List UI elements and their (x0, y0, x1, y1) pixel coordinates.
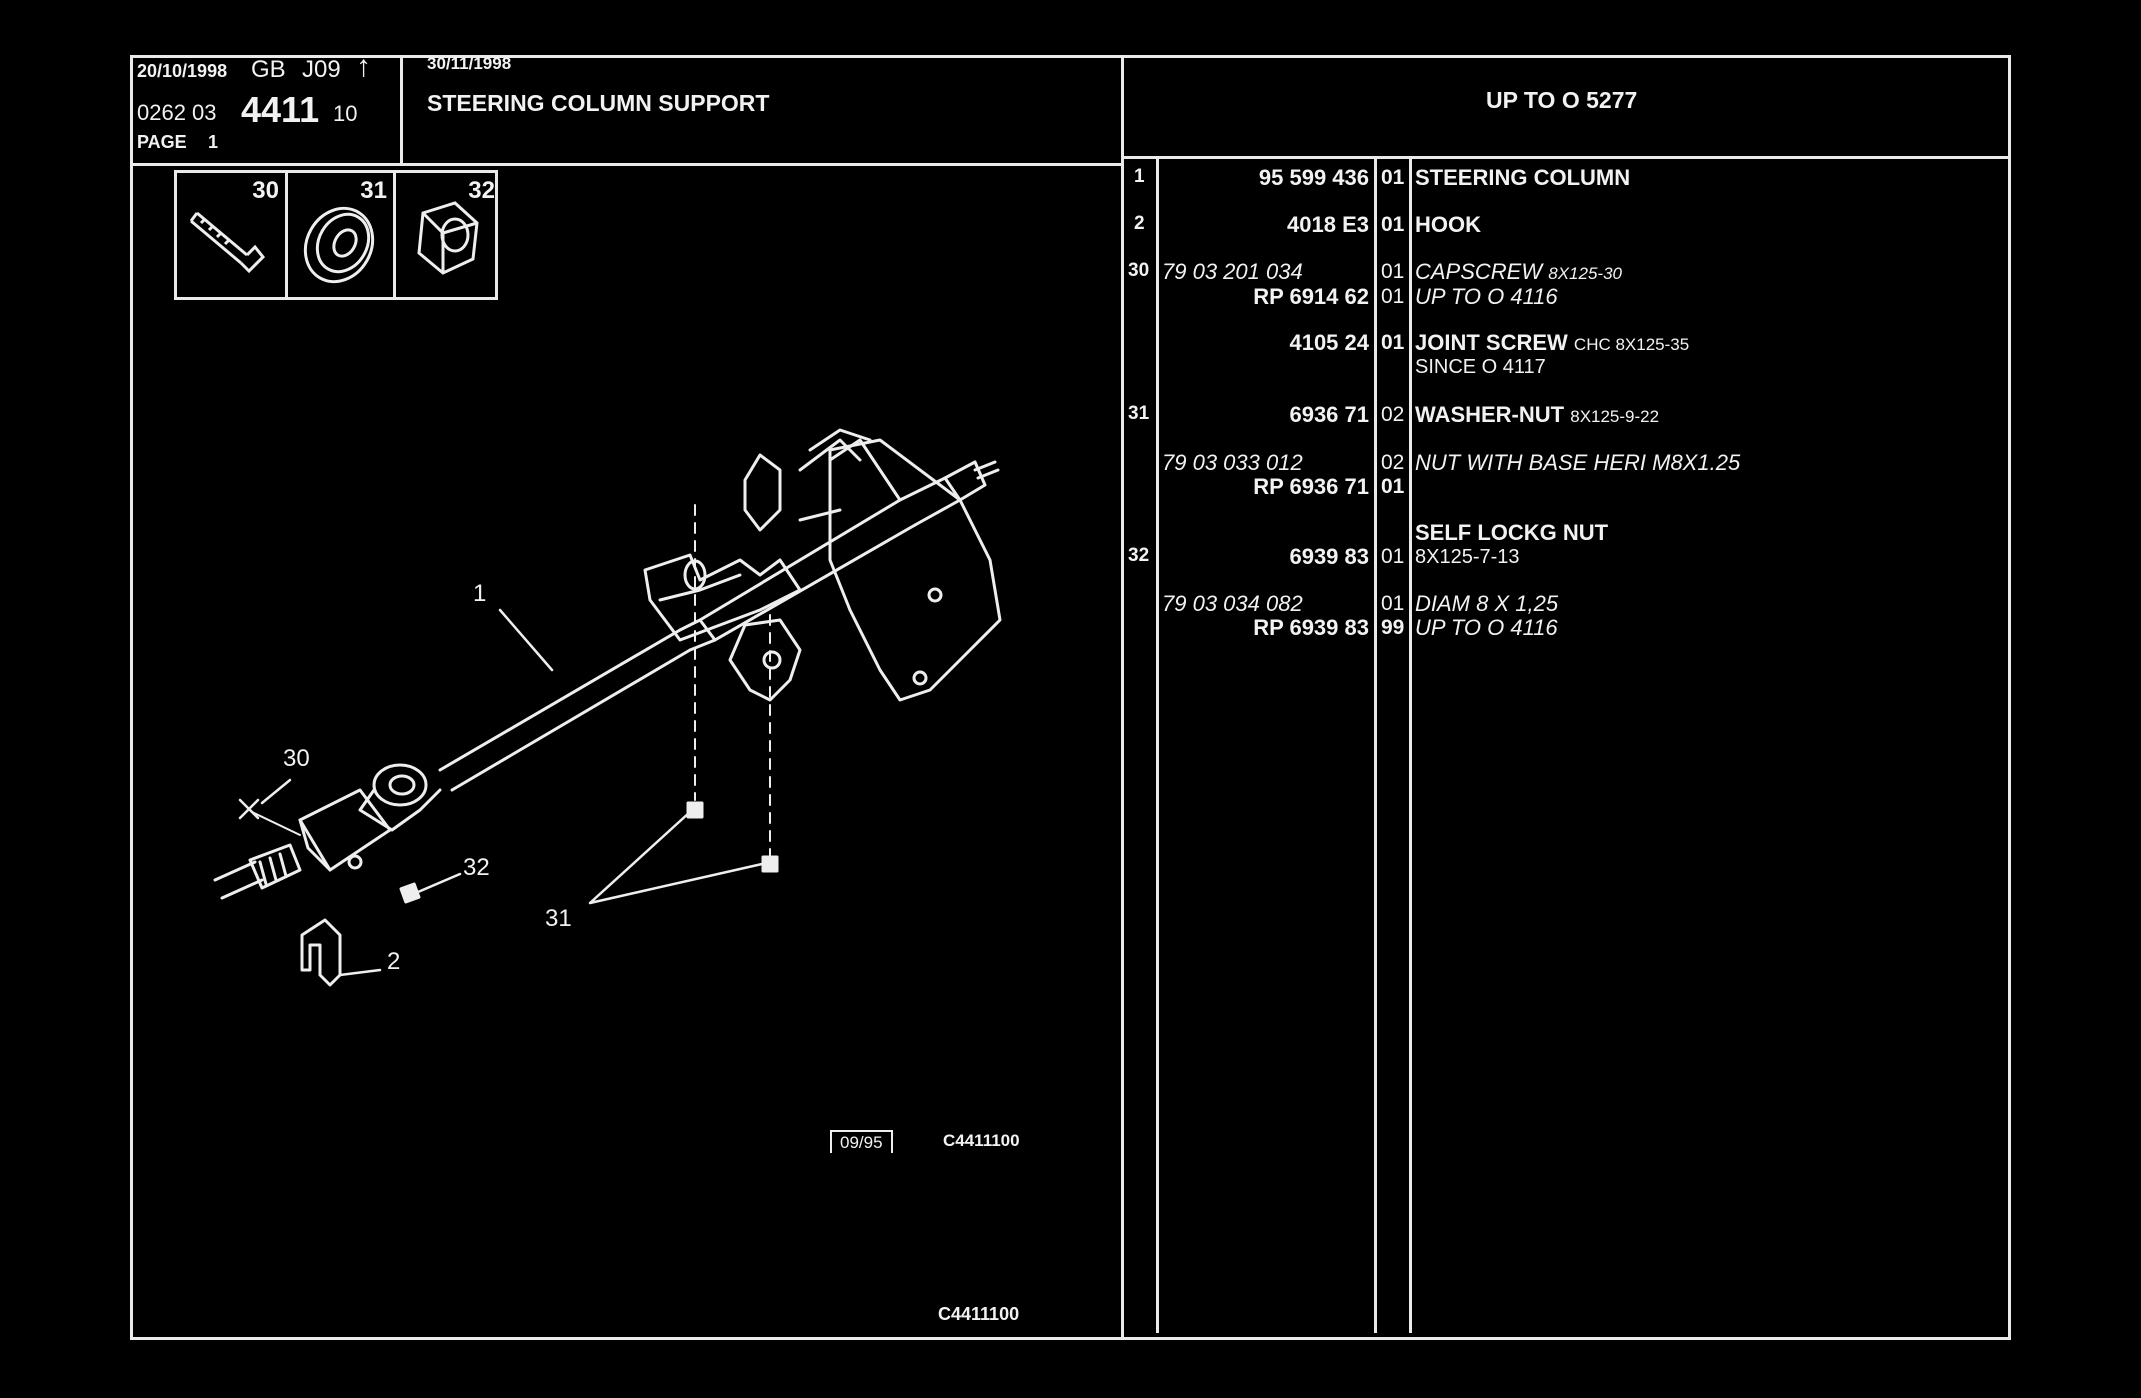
qty: 01 (1381, 331, 1405, 354)
header-bottom-right (1121, 156, 2011, 159)
part-number: RP 6939 83 (1253, 615, 1369, 640)
drawing-code: C4411100 (938, 1304, 1020, 1324)
part-description: STEERING COLUMN (1415, 165, 1631, 190)
header-date2: 30/11/1998 (427, 54, 512, 73)
part-description: SELF LOCKG NUT (1415, 520, 1609, 545)
ref-1: 1 (1134, 166, 1145, 187)
nut-32 (399, 882, 421, 904)
up-arrow-icon: ↑ (356, 50, 371, 83)
nut-31a (686, 801, 704, 819)
header-bottom-left (130, 163, 1123, 166)
callout-32: 32 (463, 854, 490, 881)
icon-num-32: 32 (468, 177, 495, 204)
part-desc-detail: 8X125-30 (1548, 264, 1622, 283)
icon-cell-31: 31 (285, 173, 396, 297)
parts-col-divider-1 (1156, 158, 1159, 1333)
part-description: WASHER-NUT 8X125-9-22 (1415, 402, 1659, 428)
page-title: STEERING COLUMN SUPPORT (427, 90, 770, 116)
part-number: RP 6914 62 (1253, 284, 1369, 309)
qty: 02 (1381, 403, 1405, 426)
callout-1: 1 (473, 580, 487, 607)
part-description: JOINT SCREW CHC 8X125-35 (1415, 330, 1689, 356)
part-number: 79 03 201 034 (1162, 259, 1303, 284)
hardware-icon-panel: 30 31 32 (174, 170, 498, 300)
icon-cell-30: 30 (177, 173, 288, 297)
callout-30: 30 (283, 745, 310, 772)
nut-icon (417, 201, 479, 275)
main-divider (1121, 55, 1124, 1340)
header-ref-prefix: 0262 03 (137, 100, 217, 125)
page-label: PAGE (137, 132, 187, 152)
part-number: 95 599 436 (1258, 165, 1369, 190)
washer-icon (303, 206, 375, 284)
header-date1: 20/10/1998 (137, 61, 228, 81)
icon-cell-32: 32 (393, 173, 501, 297)
part-number: 4105 24 (1289, 330, 1369, 355)
sheet-frame (130, 55, 2011, 1340)
ref-30: 30 (1128, 260, 1150, 281)
part-number: 79 03 034 082 (1162, 591, 1303, 616)
qty: 01 (1381, 285, 1405, 308)
part-desc-text: CAPSCREW (1415, 259, 1543, 284)
ref-2: 2 (1134, 213, 1145, 234)
part-number: 79 03 033 012 (1162, 450, 1303, 475)
qty: 01 (1381, 213, 1405, 236)
hook-part (300, 918, 342, 987)
header-range: UP TO O 5277 (1486, 87, 1638, 113)
spline-end (248, 843, 302, 890)
part-description: UP TO O 4116 (1415, 284, 1558, 309)
parts-col-divider-3 (1409, 158, 1412, 1333)
part-description: 8X125-7-13 (1415, 546, 1520, 568)
header-ref-main: 4411 (241, 89, 320, 130)
stamp-date: 09/95 (830, 1130, 893, 1153)
qty: 01 (1381, 260, 1405, 283)
part-desc-detail: 8X125-9-22 (1570, 407, 1660, 426)
qty: 01 (1381, 475, 1405, 498)
qty: 02 (1381, 451, 1405, 474)
part-description: DIAM 8 X 1,25 (1415, 591, 1559, 616)
ref-32: 32 (1128, 545, 1150, 566)
part-description: UP TO O 4116 (1415, 615, 1558, 640)
part-description: HOOK (1415, 212, 1481, 237)
qty: 01 (1381, 166, 1405, 189)
stamp-code: C4411100 (943, 1131, 1020, 1150)
callout-31: 31 (545, 905, 572, 932)
capscrew-icon (189, 211, 266, 274)
part-desc-text: WASHER-NUT (1415, 402, 1565, 427)
header-lang-code: GB (251, 56, 286, 83)
qty: 99 (1381, 616, 1405, 639)
part-number: 4018 E3 (1287, 212, 1369, 237)
part-number: 6936 71 (1289, 402, 1369, 427)
icon-num-30: 30 (252, 177, 279, 204)
part-number: RP 6936 71 (1253, 474, 1369, 499)
support-bracket (643, 553, 802, 642)
column-shaft (438, 628, 692, 792)
qty: 01 (1381, 592, 1405, 615)
part-number: 6939 83 (1289, 544, 1369, 569)
part-desc-detail: CHC 8X125-35 (1573, 335, 1690, 354)
icon-num-31: 31 (360, 177, 387, 204)
ref-31: 31 (1128, 403, 1150, 424)
part-description: CAPSCREW 8X125-30 (1415, 259, 1622, 285)
qty: 01 (1381, 545, 1405, 568)
header-ref-suffix: 10 (333, 101, 358, 126)
part-desc-text: JOINT SCREW (1415, 330, 1568, 355)
parts-col-divider-2 (1374, 158, 1377, 1333)
part-description: NUT WITH BASE HERI M8X1.25 (1415, 450, 1741, 475)
header-divider-left (400, 55, 403, 165)
page-number: 1 (208, 132, 219, 152)
header-code: J09 (302, 56, 341, 83)
nut-31b (761, 855, 779, 873)
part-description: SINCE O 4117 (1415, 356, 1546, 378)
callout-2: 2 (387, 948, 401, 975)
